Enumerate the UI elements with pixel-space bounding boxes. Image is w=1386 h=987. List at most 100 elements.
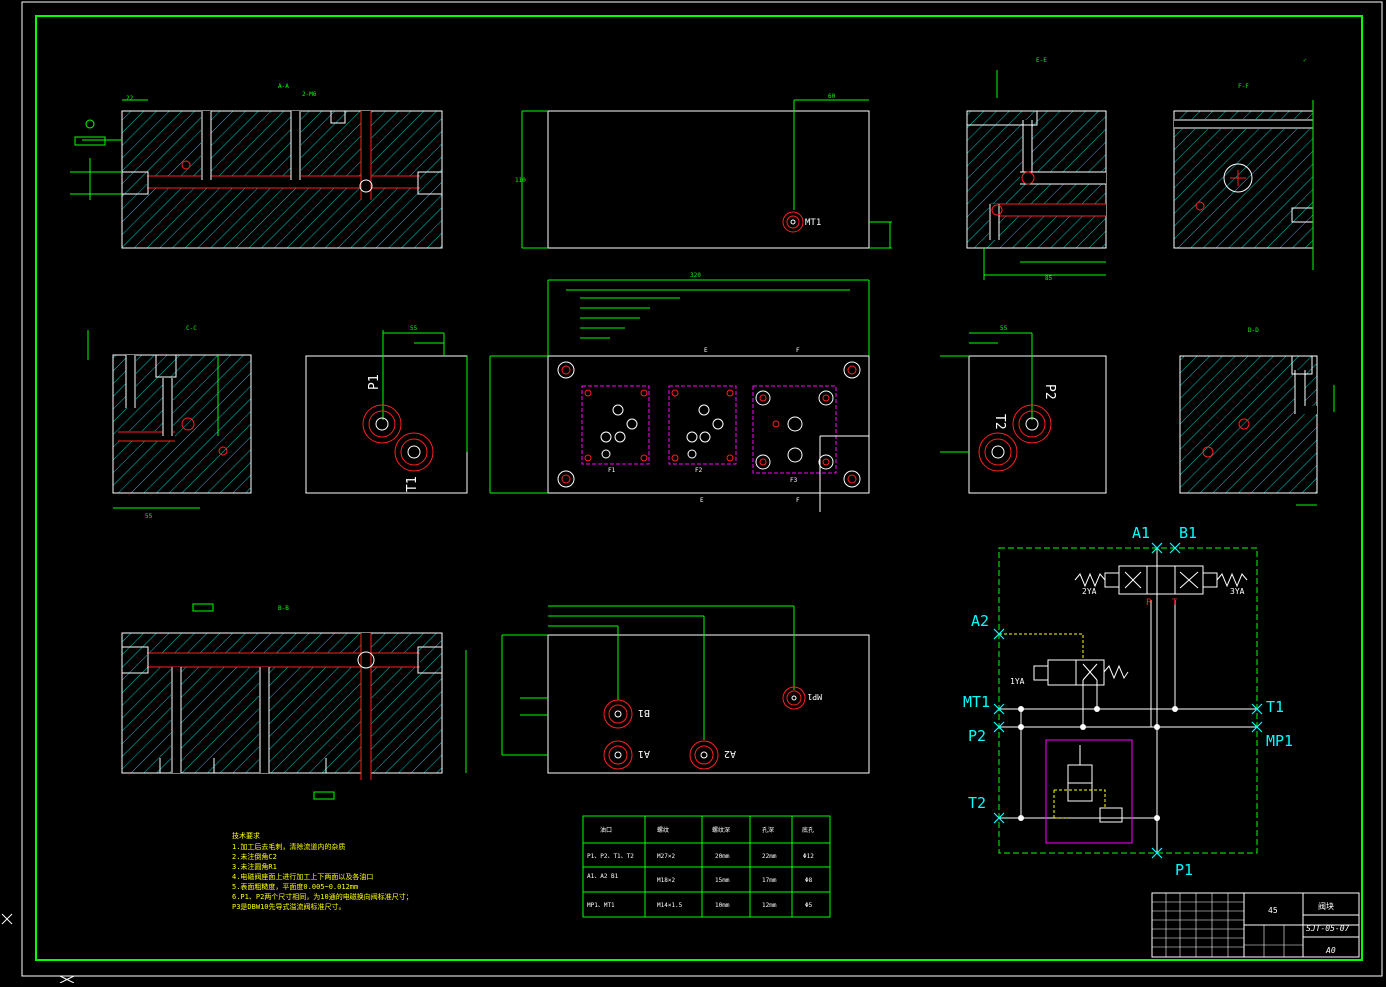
table-header-port: 油口	[600, 826, 612, 834]
svg-text:F-F: F-F	[1238, 83, 1249, 90]
table-r2-c2: M18×2	[657, 877, 675, 884]
notes-line-2: 2.未注倒角C2	[232, 852, 277, 861]
section-view-b-b: B-B	[121, 603, 467, 800]
front-view: 320 F1 F2	[489, 272, 870, 512]
relief-valve	[1045, 739, 1133, 844]
left-side-view: P1 T1 55	[305, 325, 468, 494]
svg-text:60: 60	[828, 93, 836, 100]
title-material: 45	[1268, 906, 1278, 915]
svg-text:E-E: E-E	[1036, 57, 1047, 64]
title-sheet-size: A0	[1325, 946, 1336, 955]
port-p-mark: P	[1146, 598, 1152, 608]
svg-text:C-C: C-C	[186, 325, 197, 332]
schematic-label-mt1: MT1	[963, 693, 990, 711]
valve-f1-label: F1	[608, 467, 616, 474]
svg-text:E: E	[700, 497, 704, 504]
mounting-holes	[557, 361, 861, 488]
section-view-a-a: A-A 22 2-M6	[70, 83, 443, 249]
port-p1-label: P1	[367, 374, 382, 390]
table-header-thread-depth: 螺纹深	[712, 826, 730, 834]
port-a2-label: A2	[724, 748, 736, 759]
corner-marks	[1, 913, 75, 984]
title-block: 45 阀块 SJT-05-07 A0	[1151, 892, 1360, 958]
schematic-label-a2: A2	[971, 612, 989, 630]
schematic-label-p2: P2	[968, 727, 986, 745]
svg-text:F: F	[796, 347, 800, 354]
port-t-mark: T	[1172, 598, 1178, 608]
svg-text:22: 22	[126, 95, 134, 102]
inner-border	[35, 15, 1363, 961]
table-r1-c5: Φ12	[803, 853, 814, 860]
title-part-name: 阀块	[1318, 901, 1334, 911]
table-r1-c1: P1、P2、T1、T2	[587, 853, 634, 860]
directional-valve-1: 2YA 3YA P T	[1074, 565, 1248, 608]
schematic-label-b1: B1	[1179, 524, 1197, 542]
table-r3-c2: M14×1.5	[657, 902, 683, 909]
valve-footprint-f3: F3	[752, 385, 837, 484]
svg-text:320: 320	[690, 272, 701, 279]
schematic-label-t1: T1	[1266, 698, 1284, 716]
svg-text:110: 110	[515, 177, 526, 184]
table-r3-c4: 12mm	[762, 902, 777, 909]
svg-text:E: E	[704, 347, 708, 354]
svg-text:F: F	[796, 497, 800, 504]
schematic-label-p1: P1	[1175, 861, 1193, 879]
notes-line-7: P3是DBW10先导式溢流阀标准尺寸。	[232, 902, 346, 911]
svg-text:A-A: A-A	[278, 83, 289, 90]
table-header-thread: 螺纹	[657, 826, 669, 834]
svg-text:B-B: B-B	[278, 605, 289, 612]
port-p2-label: P2	[1042, 384, 1057, 400]
table-r1-c4: 22mm	[762, 853, 777, 860]
port-t2-label: T2	[992, 414, 1007, 430]
svg-text:55: 55	[145, 513, 153, 520]
coil-1ya-label: 1YA	[1010, 677, 1025, 686]
section-view-e-e: E-E 85	[966, 57, 1107, 282]
junction-dots	[1018, 706, 1178, 821]
port-a2: A2	[689, 740, 736, 770]
table-r2-c5: Φ8	[805, 877, 813, 884]
port-cross-markers	[993, 542, 1263, 859]
port-a1-label: A1	[638, 748, 650, 759]
top-view: MT1 110 60	[515, 93, 892, 249]
hydraulic-schematic: 2YA 3YA P T 1YA	[963, 524, 1293, 879]
directional-valve-2: 1YA	[999, 633, 1129, 686]
table-r1-c2: M27×2	[657, 853, 675, 860]
notes-line-4: 4.电磁阀座面上进行加工上下两面以及各油口	[232, 872, 373, 881]
valve-footprint-f1: F1	[581, 385, 650, 474]
svg-text:2-M6: 2-M6	[302, 91, 317, 98]
notes-title: 技术要求	[232, 831, 260, 840]
svg-text:85: 85	[1045, 275, 1053, 282]
coil-2ya-label: 2YA	[1082, 587, 1097, 596]
table-r3-c5: Φ5	[805, 902, 813, 909]
title-drawing-number: SJT-05-07	[1306, 924, 1350, 933]
table-r2-c1: A1、A2 B1	[587, 873, 619, 880]
section-view-d-d: D-D	[1179, 327, 1335, 506]
valve-f3-label: F3	[790, 477, 798, 484]
technical-notes: 技术要求 1.加工后去毛刺，清除流道内的杂质 2.未注倒角C2 3.未注圆角R1…	[232, 831, 413, 911]
schematic-label-mp1: MP1	[1266, 732, 1293, 750]
notes-line-3: 3.未注圆角R1	[232, 862, 277, 871]
bottom-view: B1 A1 A2 MP1	[501, 605, 870, 774]
table-header-pilot-hole: 底孔	[802, 826, 814, 834]
notes-line-1: 1.加工后去毛刺，清除流道内的杂质	[232, 842, 345, 851]
table-header-hole-depth: 孔深	[762, 826, 774, 834]
table-r2-c3: 15mm	[715, 877, 730, 884]
port-b1-label: B1	[638, 707, 650, 718]
table-r2-c4: 17mm	[762, 877, 777, 884]
table-r3-c1: MP1、MT1	[587, 902, 615, 909]
port-a1: A1	[603, 740, 650, 770]
schematic-label-t2: T2	[968, 794, 986, 812]
notes-line-5: 5.表面粗糙度，平面度0.005~0.012mm	[232, 882, 358, 891]
port-table: 油口 螺纹 螺纹深 孔深 底孔 P1、P2、T1、T2 M27×2 20mm 2…	[582, 815, 831, 918]
valve-f2-label: F2	[695, 467, 703, 474]
port-t1-label: T1	[405, 476, 420, 492]
port-b1: B1	[603, 699, 650, 729]
schematic-label-a1: A1	[1132, 524, 1150, 542]
outer-border	[21, 1, 1383, 977]
notes-line-6: 6.P1、P2两个尺寸相同，为10通的电磁换向阀标准尺寸；	[232, 892, 413, 901]
valve-footprint-f2: F2	[668, 385, 737, 474]
svg-text:55: 55	[410, 325, 418, 332]
svg-text:D-D: D-D	[1248, 327, 1259, 334]
